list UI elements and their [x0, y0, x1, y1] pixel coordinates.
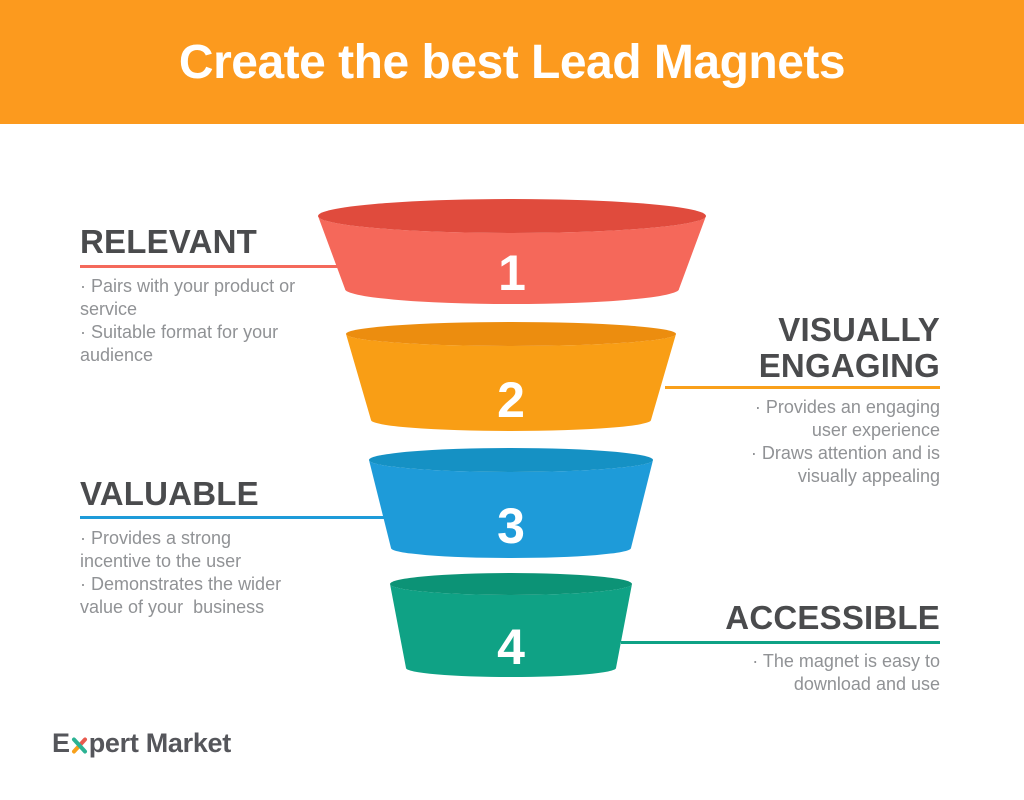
section-relevant: RELEVANT · Pairs with your product or se… — [80, 224, 300, 367]
section-accessible: ACCESSIBLE · The magnet is easy to downl… — [720, 600, 940, 696]
funnel-segment-3-body — [369, 460, 653, 558]
funnel-number-1: 1 — [498, 245, 526, 301]
section-valuable-title: VALUABLE — [80, 475, 259, 512]
funnel-segment-2-top — [346, 322, 676, 346]
logo-text-suffix: pert Market — [88, 728, 232, 758]
section-valuable-bullets: · Provides a strong incentive to the use… — [80, 528, 282, 617]
logo-text-prefix: E — [52, 728, 70, 758]
section-visually-engaging-bullets: · Provides an engaging user experience ·… — [750, 397, 940, 486]
section-accessible-title: ACCESSIBLE — [725, 599, 940, 636]
logo-x-icon — [71, 737, 87, 754]
funnel-segment-3: 3 — [369, 448, 653, 558]
section-visually-engaging: VISUALLY ENGAGING · Provides an engaging… — [720, 312, 940, 488]
section-visually-engaging-title: VISUALLY ENGAGING — [758, 311, 940, 384]
section-relevant-bullets: · Pairs with your product or service · S… — [80, 276, 296, 365]
funnel-segment-4-top — [390, 573, 632, 595]
section-relevant-title: RELEVANT — [80, 223, 257, 260]
funnel-segment-4-body — [390, 584, 632, 677]
funnel-number-2: 2 — [497, 372, 525, 428]
funnel-segment-1-body — [318, 216, 706, 304]
funnel-segment-2-body — [346, 334, 676, 431]
expert-market-logo: E pert Market — [52, 728, 231, 759]
section-valuable: VALUABLE · Provides a strong incentive t… — [80, 476, 300, 619]
connector-line-accessible — [621, 641, 940, 644]
funnel-segment-3-top — [369, 448, 653, 472]
page-title: Create the best Lead Magnets — [178, 35, 846, 89]
header-banner: Create the best Lead Magnets — [0, 0, 1024, 124]
funnel-segment-1: 1 — [318, 199, 706, 304]
funnel-segment-1-top — [318, 199, 706, 233]
logo-x-stroke-teal — [71, 737, 87, 754]
funnel-segment-4: 4 — [390, 573, 632, 677]
connector-line-visually-engaging — [665, 386, 940, 389]
connector-line-valuable — [80, 516, 385, 519]
connector-line-relevant — [80, 265, 342, 268]
funnel-segment-2: 2 — [346, 322, 676, 431]
section-accessible-bullets: · The magnet is easy to download and use — [752, 651, 946, 694]
funnel-number-3: 3 — [497, 498, 525, 554]
funnel-number-4: 4 — [497, 619, 525, 675]
